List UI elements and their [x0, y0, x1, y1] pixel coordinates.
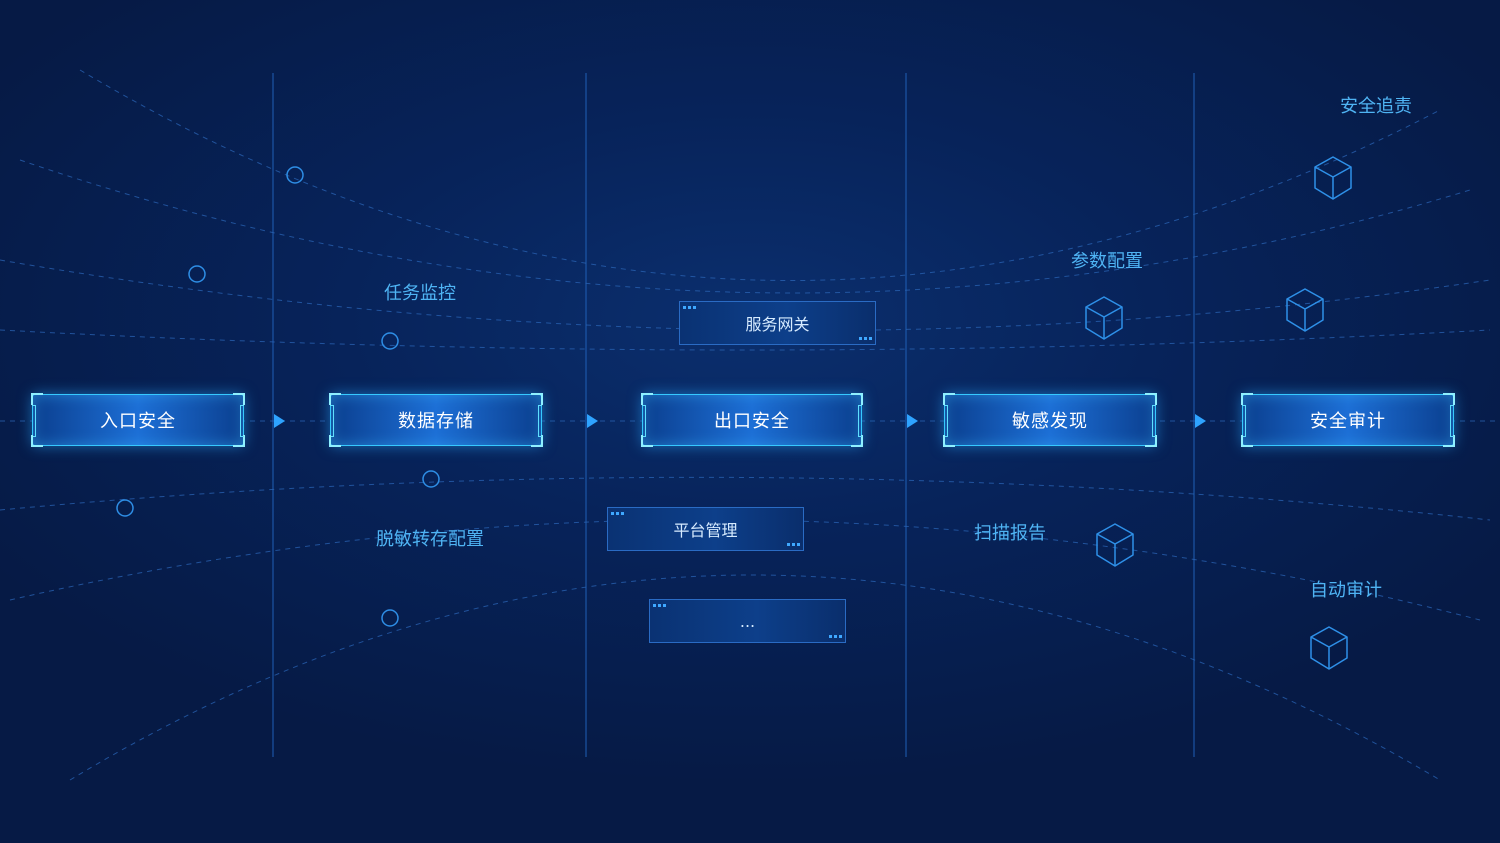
stage-label: 入口安全: [100, 411, 176, 432]
arrow-right-icon: [274, 414, 285, 428]
cube-icon: [1085, 296, 1123, 340]
cube-icon: [1314, 156, 1352, 200]
arrow-right-icon: [907, 414, 918, 428]
cube-icon: [1096, 523, 1134, 567]
label-param-config: 参数配置: [1071, 251, 1143, 272]
sub-box-label: 服务网关: [745, 315, 810, 334]
stage-data-storage: 数据存储: [329, 393, 543, 447]
dashed-curve: [19, 159, 1471, 294]
circle-node-icon: [381, 332, 399, 350]
label-scan-report: 扫描报告: [974, 523, 1046, 544]
stage-label: 敏感发现: [1012, 411, 1088, 432]
stage-security-audit: 安全审计: [1241, 393, 1455, 447]
cube-icon: [1310, 626, 1348, 670]
circle-node-icon: [422, 470, 440, 488]
label-task-monitor: 任务监控: [384, 283, 456, 304]
stage-exit-security: 出口安全: [641, 393, 863, 447]
label-auto-audit: 自动审计: [1310, 580, 1382, 601]
label-mask-config: 脱敏转存配置: [376, 529, 484, 550]
stage-label: 安全审计: [1310, 411, 1386, 432]
stage-label: 出口安全: [714, 411, 790, 432]
sub-box-platform-management: 平台管理: [607, 507, 804, 551]
sub-box-more: ...: [649, 599, 846, 643]
arrow-right-icon: [587, 414, 598, 428]
label-security-trace: 安全追责: [1340, 96, 1412, 117]
sub-box-label: 平台管理: [673, 521, 738, 540]
sub-box-service-gateway: 服务网关: [679, 301, 876, 345]
circle-node-icon: [188, 265, 206, 283]
dashed-curve: [69, 574, 1441, 781]
arrow-right-icon: [1195, 414, 1206, 428]
stage-label: 数据存储: [398, 411, 474, 432]
circle-node-icon: [116, 499, 134, 517]
dashed-curve: [0, 476, 1491, 521]
stage-entry-security: 入口安全: [31, 393, 245, 447]
circle-node-icon: [381, 609, 399, 627]
cube-icon: [1286, 288, 1324, 332]
circle-node-icon: [286, 166, 304, 184]
sub-box-label: ...: [739, 611, 756, 631]
dashed-curve: [0, 329, 1491, 351]
dashed-curve: [79, 69, 1441, 281]
stage-sensitive-discovery: 敏感发现: [943, 393, 1157, 447]
